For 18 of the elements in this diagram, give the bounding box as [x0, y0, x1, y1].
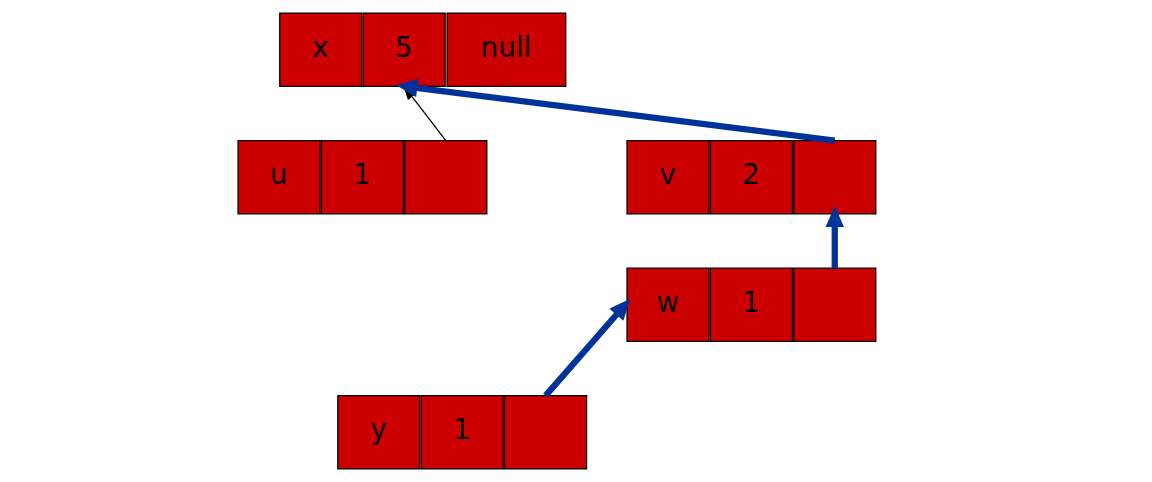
arrow	[825, 206, 844, 269]
node-box: x	[278, 12, 362, 87]
node-box: 2	[709, 139, 793, 215]
arrow	[542, 298, 630, 398]
node-box	[792, 267, 876, 343]
node-box: u	[236, 139, 321, 215]
node-box: 1	[320, 139, 404, 215]
node-box: null	[445, 12, 566, 87]
node-box: 1	[420, 395, 504, 470]
node-box: v	[625, 139, 710, 215]
node-box	[792, 139, 876, 215]
node-box	[403, 139, 487, 215]
node-box	[503, 395, 587, 470]
arrow	[395, 78, 835, 144]
node-box: y	[336, 395, 421, 470]
node-box: 1	[709, 267, 793, 343]
node-box: w	[625, 267, 710, 343]
node-box: 5	[361, 12, 446, 87]
